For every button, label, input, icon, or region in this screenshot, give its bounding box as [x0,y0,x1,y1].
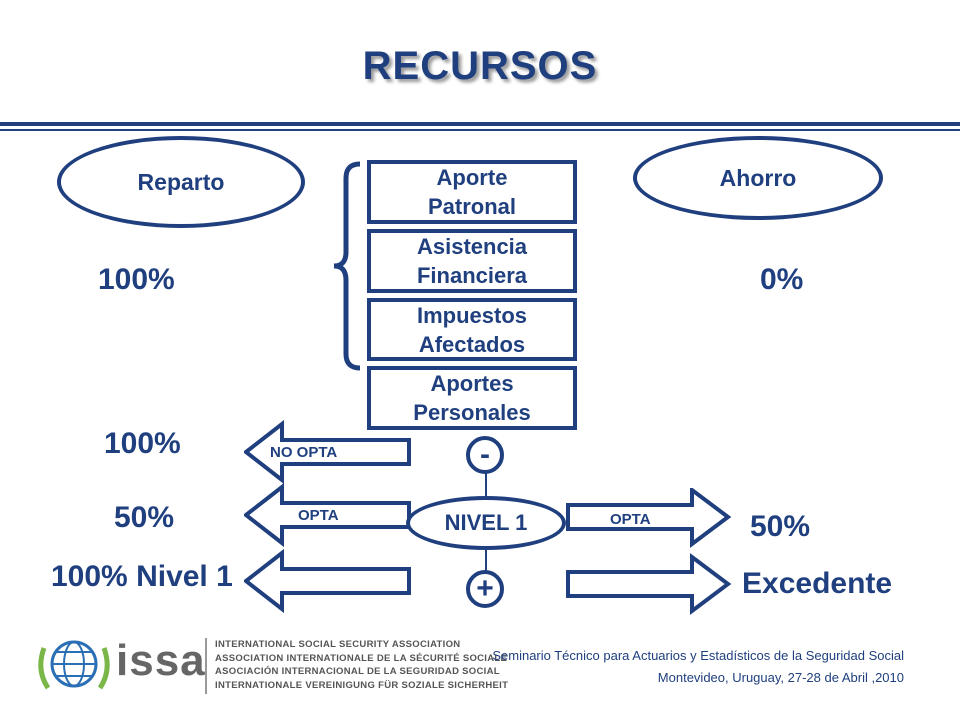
plus-node: + [466,570,504,608]
logo-line-1: INTERNATIONAL SOCIAL SECURITY ASSOCIATIO… [215,639,461,650]
logo-line-4: INTERNATIONALE VEREINIGUNG FÜR SOZIALE S… [215,679,509,691]
issa-logo-text: INTERNATIONAL SOCIAL SECURITY ASSOCIATIO… [215,638,508,692]
opta-right-percent: 50% [750,510,811,543]
box-aporte-patronal: Aporte Patronal [367,160,577,224]
opta-left-arrow-label: OPTA [298,507,339,524]
title-rule [0,122,960,126]
issa-logo-word: issa [116,636,206,685]
opta-left-percent: 50% [114,501,175,534]
nivel-oval: NIVEL 1 [406,496,566,550]
opta-right-arrow-label: OPTA [610,511,651,528]
footer-seminar: Seminario Técnico para Actuarios y Estad… [492,645,904,689]
excedente-label: Excedente [742,567,893,600]
logo-line-2: ASSOCIATION INTERNATIONALE DE LA SÉCURIT… [215,652,508,664]
reparto-label: Reparto [137,168,225,195]
logo-line-3: ASOCIACIÓN INTERNACIONAL DE LA SEGURIDAD… [215,666,500,677]
bracket-brace [333,161,361,371]
box-aportes-personales: Aportes Personales [367,366,577,430]
logo-divider [205,638,207,694]
plus-sign: + [476,572,494,605]
ahorro-label: Ahorro [719,164,797,191]
footer-line-2: Montevideo, Uruguay, 27-28 de Abril ,201… [657,670,904,685]
box-impuestos-afectados: Impuestos Afectados [367,298,577,361]
issa-globe-icon [38,640,110,690]
reparto-oval: Reparto [57,136,305,228]
slide-title: RECURSOS [362,44,598,88]
footer-line-1: Seminario Técnico para Actuarios y Estad… [492,648,904,663]
title-rule-thin [0,129,960,131]
nivel-label: NIVEL 1 [444,510,528,535]
no-opta-percent: 100% [104,427,181,460]
ahorro-oval: Ahorro [633,136,883,220]
reparto-percent: 100% [98,263,175,296]
minus-sign: - [480,438,490,471]
box-asistencia-financiera: Asistencia Financiera [367,229,577,293]
right-arrows [566,488,732,615]
minus-node: - [466,436,504,474]
nivel1-percent: 100% Nivel 1 [51,560,233,593]
ahorro-percent: 0% [760,263,804,296]
no-opta-arrow-label: NO OPTA [270,444,338,461]
